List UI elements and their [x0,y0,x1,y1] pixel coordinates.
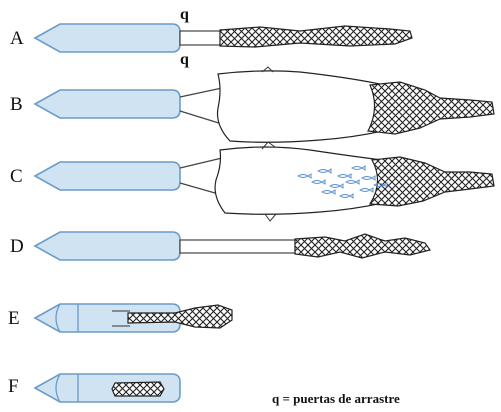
door-marker-bottom: q [180,51,189,68]
row-label-b: B [10,94,23,115]
stage-a: A q q [10,6,412,68]
net-body-c [215,147,395,214]
legend-doors: q = puertas de arrastre [272,391,400,406]
warp-cable-c-upper [180,158,222,168]
row-label-d: D [10,236,24,257]
door-marker-top: q [180,6,189,23]
warp-cable-b-upper [180,88,222,97]
net-mesh-a [220,26,412,47]
stage-d: D [10,232,430,260]
cod-end-mesh-b [368,82,494,134]
warp-cable-b-lower [180,111,222,124]
footrope-c [265,214,276,221]
stage-c: C [10,142,494,221]
row-label-a: A [10,28,24,49]
stage-f: F [8,374,180,402]
boat-hull-d [35,232,180,260]
boat-hull-b [35,90,180,118]
boat-hull-a [35,24,180,52]
cod-end-mesh-d [295,234,430,258]
row-label-f: F [8,376,19,397]
row-label-c: C [10,166,23,187]
boat-hull-c [35,162,180,190]
cod-end-on-deck-f [112,382,164,396]
warp-cables-a [180,31,220,45]
net-hauled-sleeve-d [180,240,295,253]
row-label-e: E [8,308,20,329]
stage-e: E [8,304,232,332]
stage-b: B [10,67,494,142]
cod-end-mesh-c [370,157,494,206]
